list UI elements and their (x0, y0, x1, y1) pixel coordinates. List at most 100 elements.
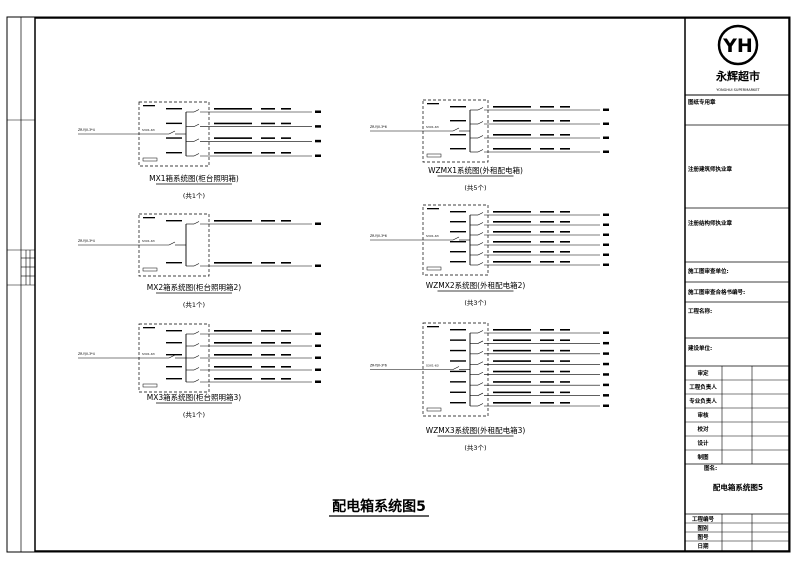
cable-spec-text (214, 108, 252, 110)
load-text (261, 342, 275, 344)
footer-project-no: 工程编号 (692, 515, 715, 523)
cable-spec-text (214, 262, 252, 264)
circuit-end-label (315, 368, 321, 371)
breaker-spec-text (166, 330, 182, 332)
breaker-spec-text (450, 360, 466, 362)
circuit-end-label (603, 223, 609, 226)
circuit-no-text (281, 262, 291, 264)
circuit-end-label (603, 352, 609, 355)
cable-spec-text (214, 354, 252, 356)
terminal-block (426, 407, 442, 412)
main-switch-label: S3X1-63 (142, 128, 155, 132)
role-discipline-lead: 专业负责人 (689, 397, 717, 405)
main-breaker-symbol (168, 241, 176, 246)
circuit-breaker-symbol (477, 212, 484, 216)
circuit-no-text (560, 106, 570, 108)
cable-spec-text (493, 402, 531, 404)
load-text (540, 261, 554, 263)
breaker-spec-text (166, 342, 182, 344)
cable-spec-text (214, 137, 252, 139)
circuit-no-text (281, 354, 291, 356)
circuit-breaker-symbol (193, 355, 200, 359)
circuit-end-label (315, 139, 321, 143)
cable-spec-text (493, 391, 531, 394)
panel-title: WZMX2系统图(外租配电箱2) (426, 280, 526, 290)
field-review-cert: 施工图审查合格书编号: (688, 288, 745, 296)
terminal-block (142, 383, 158, 388)
circuit-breaker-symbol (193, 123, 200, 127)
field-client: 建设单位: (688, 344, 712, 352)
main-switch-label: S3X1-63 (142, 239, 155, 243)
breaker-spec-text (450, 402, 466, 404)
breaker-spec-text (166, 262, 182, 264)
circuit-end-label (603, 373, 609, 376)
circuit-no-text (560, 381, 570, 383)
breaker-spec-text (450, 339, 466, 341)
incoming-cable-label: ZR-YJV-3*4 (78, 239, 95, 243)
circuit-end-label (315, 222, 321, 225)
breaker-spec-text (166, 137, 182, 139)
breaker-spec-text (450, 241, 466, 243)
circuit-breaker-symbol (477, 121, 484, 125)
cable-spec-text (493, 381, 531, 383)
inner-border (34, 17, 790, 552)
load-text (540, 221, 554, 223)
circuit-breaker-symbol (193, 379, 200, 383)
circuit-no-text (281, 378, 291, 380)
main-breaker-symbol (452, 236, 460, 241)
circuit-breaker-symbol (193, 343, 200, 347)
circuit-end-label (603, 331, 609, 334)
load-text (540, 241, 554, 243)
field-structure-seal: 注册结构师执业章 (688, 219, 733, 227)
terminal-block (142, 267, 158, 272)
circuit-end-label (603, 253, 609, 256)
cable-spec-text (493, 370, 531, 373)
cable-spec-text (214, 378, 252, 380)
circuit-end-label (603, 404, 609, 407)
circuit-breaker-symbol (477, 232, 484, 236)
circuit-end-label (603, 108, 609, 111)
breaker-spec-text (450, 329, 466, 331)
sheet-name-label: 图名: (704, 464, 717, 472)
circuit-no-text (560, 120, 570, 122)
circuit-no-text (281, 330, 291, 332)
enclosure-box (422, 322, 489, 417)
load-text (540, 391, 554, 394)
breaker-spec-text (450, 231, 466, 233)
circuit-breaker-symbol (477, 262, 484, 266)
circuit-end-label (315, 380, 321, 383)
load-text (540, 251, 554, 253)
panel-count: (共1个) (183, 300, 205, 309)
panel-count: (共5个) (464, 183, 486, 192)
load-text (540, 381, 554, 383)
panel-title: WZMX1系统图(外租配电箱) (428, 165, 523, 175)
circuit-breaker-symbol (193, 138, 200, 142)
circuit-breaker-symbol (477, 107, 484, 111)
breaker-spec-text (166, 378, 182, 380)
panel-count: (共3个) (464, 298, 486, 307)
circuit-end-label (315, 344, 321, 347)
terminal-block (142, 157, 158, 162)
main-switch-label: S3X1-63 (426, 234, 439, 238)
cable-spec-text (214, 342, 252, 344)
circuit-end-label (315, 264, 321, 267)
panel-title: MX1箱系统图(柜台照明箱) (149, 173, 239, 183)
circuit-no-text (281, 366, 291, 368)
circuit-end-label (603, 383, 609, 387)
panel-count: (共1个) (183, 410, 205, 419)
breaker-spec-text (450, 106, 466, 108)
title-block-frame (684, 18, 789, 551)
cable-spec-text (493, 251, 531, 253)
field-project-name: 工程名称: (688, 307, 712, 315)
load-text (261, 262, 275, 264)
field-architect-seal: 注册建筑师执业章 (688, 165, 733, 173)
circuit-breaker-symbol (193, 109, 200, 113)
panel-title: MX3箱系统图(柜台照明箱3) (147, 392, 242, 402)
load-text (540, 120, 554, 122)
role-draft: 制图 (697, 453, 709, 461)
circuit-no-text (281, 220, 291, 222)
company-name: 永辉超市 (715, 69, 760, 83)
breaker-spec-text (450, 211, 466, 213)
